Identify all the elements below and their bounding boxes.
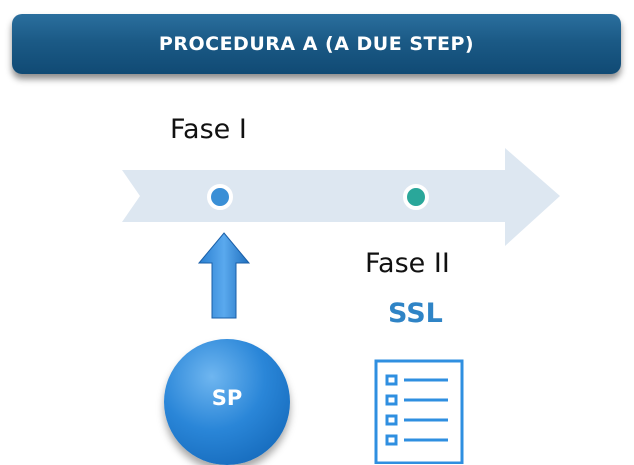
list-document-icon (374, 359, 464, 464)
phase2-label: Fase II (365, 248, 450, 279)
header-banner: PROCEDURA A (A DUE STEP) (12, 14, 621, 74)
phase2-sublabel: SSL (388, 298, 443, 329)
up-arrow-icon (197, 232, 251, 319)
phase1-label: Fase I (170, 114, 247, 145)
header-title: PROCEDURA A (A DUE STEP) (158, 33, 475, 55)
phase1-dot (207, 184, 233, 210)
sp-circle: SP (164, 339, 290, 465)
phase2-dot (403, 184, 429, 210)
timeline-arrow (122, 148, 560, 246)
sp-label: SP (211, 386, 243, 410)
